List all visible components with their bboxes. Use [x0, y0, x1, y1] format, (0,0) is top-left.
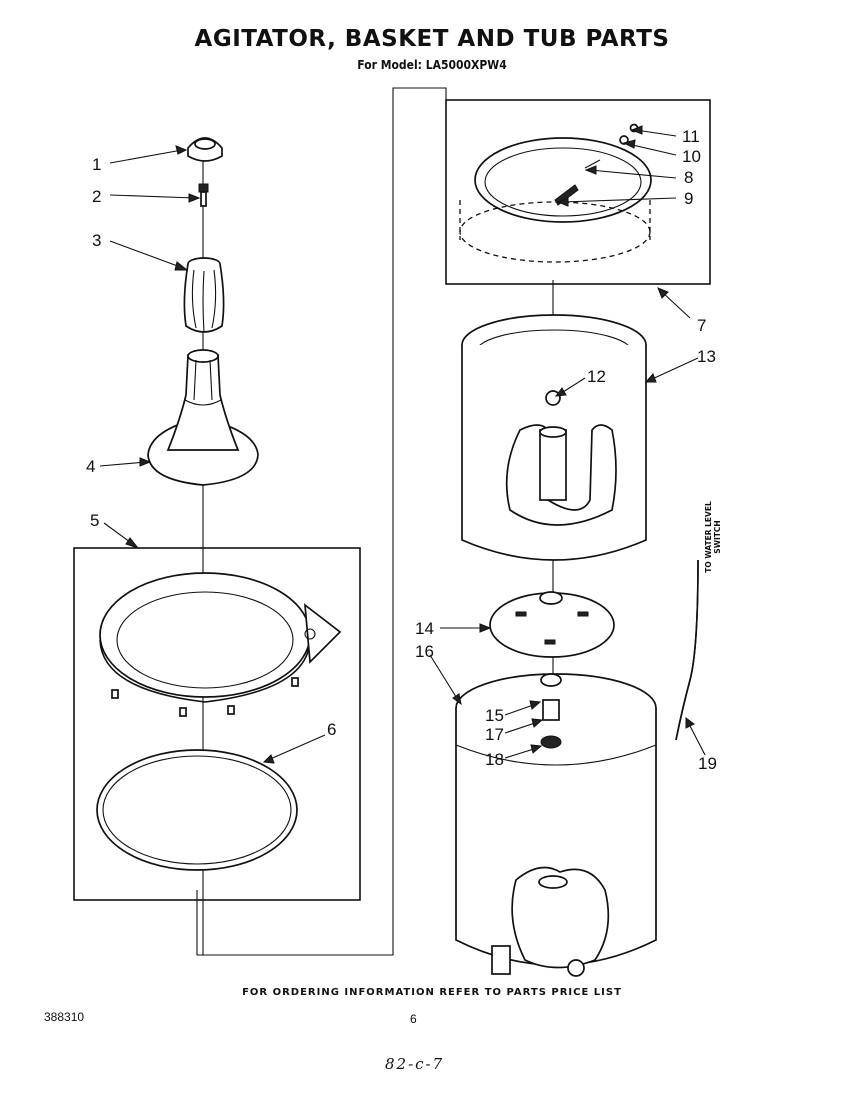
callout-9: 9 [684, 189, 693, 208]
part-bolt [198, 183, 209, 207]
callout-10: 10 [682, 147, 701, 166]
callout-labels: 1 2 3 4 5 6 7 8 9 10 11 12 13 14 15 16 1… [86, 127, 717, 773]
page-title: AGITATOR, BASKET AND TUB PARTS [194, 26, 670, 52]
callout-8: 8 [684, 168, 693, 187]
part-seal-ring [96, 749, 298, 871]
hose-label: TO WATER LEVEL SWITCH [704, 501, 722, 573]
callout-18: 18 [485, 750, 504, 769]
callout-13: 13 [697, 347, 716, 366]
leader-arrows [99, 125, 706, 764]
callout-6: 6 [327, 720, 336, 739]
part-clutch-parts [540, 673, 562, 749]
callout-5: 5 [90, 511, 99, 530]
callout-19: 19 [698, 754, 717, 773]
part-basket [461, 314, 647, 561]
callout-3: 3 [92, 231, 101, 250]
part-hose [675, 559, 699, 741]
part-agitator-base [147, 349, 259, 486]
assembly-box-5 [73, 547, 361, 901]
part-tub-ring [99, 572, 342, 717]
part-agitator-cap [187, 137, 223, 162]
callout-12: 12 [587, 367, 606, 386]
part-tub-cover-ring [459, 123, 652, 263]
callout-1: 1 [92, 155, 101, 174]
part-agitator-barrel [183, 257, 225, 333]
ordering-note: FOR ORDERING INFORMATION REFER TO PARTS … [242, 987, 622, 998]
callout-4: 4 [86, 457, 95, 476]
callout-11: 11 [682, 127, 700, 146]
callout-2: 2 [92, 187, 101, 206]
assembly-box-7 [445, 99, 711, 285]
document-number: 388310 [44, 1010, 85, 1024]
callout-16: 16 [415, 642, 434, 661]
callout-14: 14 [415, 619, 434, 638]
callout-15: 15 [485, 706, 504, 725]
callout-17: 17 [485, 725, 504, 744]
connector-path [196, 87, 447, 956]
model-subtitle: For Model: LA5000XPW4 [357, 58, 507, 72]
page-number: 6 [410, 1012, 417, 1026]
callout-7: 7 [697, 316, 706, 335]
handwritten-note: 82-c-7 [385, 1055, 445, 1073]
part-drive-plate [489, 591, 615, 658]
